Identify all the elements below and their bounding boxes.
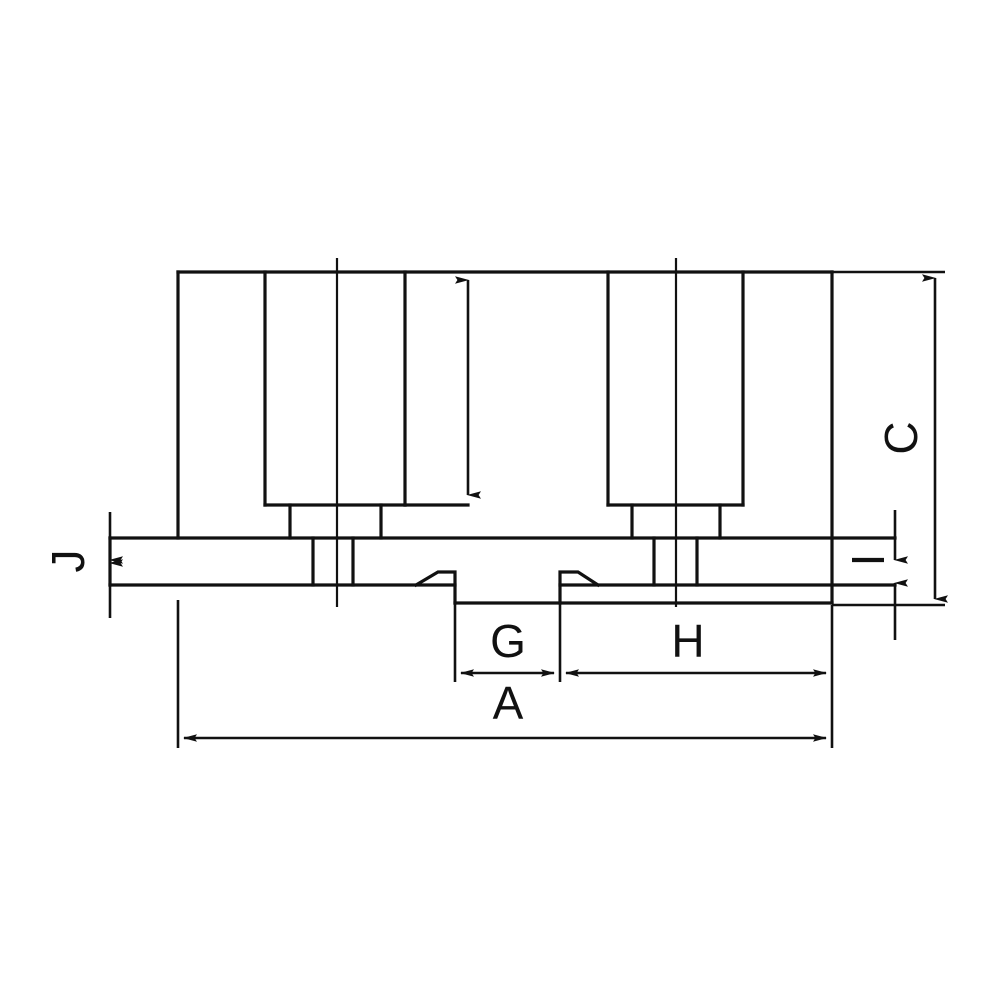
dimension-H: H [565, 615, 827, 677]
part-geometry [108, 270, 897, 605]
dimension-C: C [832, 270, 948, 607]
dimension-A: A [176, 600, 834, 748]
dimension-J: J [42, 512, 123, 618]
dim-label-H: H [671, 615, 704, 667]
dim-label-A: A [493, 677, 524, 729]
dim-label-J: J [42, 550, 94, 573]
centerlines [335, 258, 678, 607]
dim-label-G: G [490, 615, 526, 667]
dim-label-C: C [875, 421, 927, 454]
dimension-G: G [453, 572, 562, 682]
dim-label-I: I [842, 554, 894, 567]
left-notch-chamfer-profile [413, 570, 457, 605]
dimension-I: I [842, 510, 908, 640]
